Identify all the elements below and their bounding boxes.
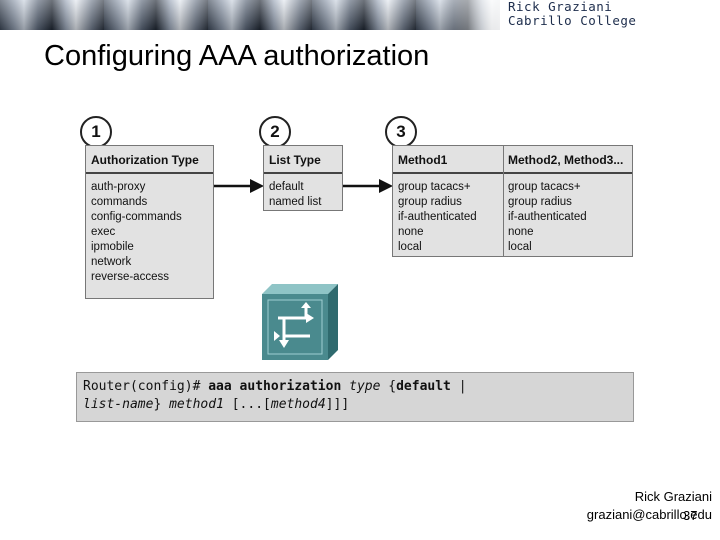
list-item: if-authenticated [508, 211, 587, 223]
list-item: group radius [508, 196, 572, 208]
list-item: auth-proxy [91, 181, 146, 193]
method1-list: group tacacs+ group radius if-authentica… [398, 180, 477, 255]
list-item: if-authenticated [398, 211, 477, 223]
authorization-type-panel: Authorization Type auth-proxy commands c… [85, 145, 214, 299]
list-item: commands [91, 196, 148, 208]
footer-credit: Rick Graziani graziani@cabrillo.edu [587, 488, 712, 524]
list-type-header: List Type [264, 146, 342, 174]
banner-image [0, 0, 500, 30]
command-line-1: Router(config)# aaa authorization type {… [83, 379, 467, 394]
list-item: reverse-access [91, 271, 169, 283]
banner-college: Cabrillo College [508, 13, 637, 28]
methods-panel: Method1 Method2, Method3... group tacacs… [392, 145, 633, 257]
list-item: none [508, 226, 534, 238]
command-line-2: list-name} method1 [...[method4]]] [83, 397, 350, 412]
command-syntax-box: Router(config)# aaa authorization type {… [76, 372, 634, 422]
list-item: none [398, 226, 424, 238]
footer-name: Rick Graziani [634, 489, 712, 504]
step-3-badge: 3 [385, 116, 417, 148]
list-item: network [91, 256, 132, 268]
router-icon [262, 284, 338, 360]
step-1-badge: 1 [80, 116, 112, 148]
banner-author: Rick Graziani [508, 0, 613, 14]
list-item: config-commands [91, 211, 182, 223]
method2-header: Method2, Method3... [503, 146, 632, 174]
list-item: group tacacs+ [398, 181, 471, 193]
method1-header: Method1 [393, 146, 503, 174]
step-2-badge: 2 [259, 116, 291, 148]
arrow-right-icon [343, 179, 393, 193]
list-type-list: default named list [269, 180, 321, 210]
list-item: local [508, 241, 532, 253]
list-item: group tacacs+ [508, 181, 581, 193]
list-item: default [269, 181, 304, 193]
method2-list: group tacacs+ group radius if-authentica… [508, 180, 587, 255]
banner-title: Rick Graziani Cabrillo College [508, 0, 718, 28]
list-item: exec [91, 226, 116, 238]
list-item: local [398, 241, 422, 253]
authorization-type-header: Authorization Type [86, 146, 213, 174]
list-item: ipmobile [91, 241, 134, 253]
slide-number: 37 [683, 508, 698, 523]
list-type-panel: List Type default named list [263, 145, 343, 211]
list-item: named list [269, 196, 322, 208]
header-banner: Rick Graziani Cabrillo College [0, 0, 720, 30]
arrow-right-icon [214, 179, 264, 193]
authorization-type-list: auth-proxy commands config-commands exec… [91, 180, 182, 285]
list-item: group radius [398, 196, 462, 208]
footer-email: graziani@cabrillo.edu [586, 507, 712, 522]
page-title: Configuring AAA authorization [44, 40, 430, 72]
